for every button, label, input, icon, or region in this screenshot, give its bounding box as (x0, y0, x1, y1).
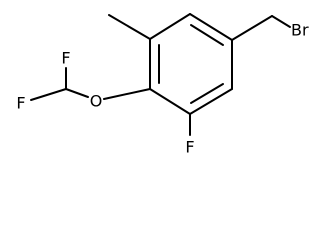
molecule-structure: Br O F F F (16, 13, 309, 157)
fluorine-top-label: F (61, 49, 70, 68)
bond-oxygen-to-chf2 (65, 88, 89, 98)
bond-ch2-to-br (271, 15, 291, 28)
double-bond-inner-3 (190, 83, 224, 104)
bond-ring-c5-c6 (189, 88, 233, 115)
bond-ring-to-oxygen (103, 88, 151, 100)
oxygen-label: O (90, 92, 103, 111)
bond-ring-to-ch2 (231, 15, 273, 41)
bond-ring-c4-c5 (149, 88, 191, 115)
bond-chf2-to-f-bottom (30, 88, 67, 101)
fluorine-bottom-label: F (16, 94, 25, 113)
bond-ring-to-methyl (108, 14, 151, 40)
bond-ring-c1-c2 (189, 13, 233, 41)
benzene-ring (149, 13, 233, 115)
bond-ring-c2-c3 (149, 13, 191, 40)
fluorine-ring-label: F (185, 138, 194, 157)
bromine-label: Br (291, 21, 309, 40)
double-bond-inner-1 (190, 24, 224, 46)
